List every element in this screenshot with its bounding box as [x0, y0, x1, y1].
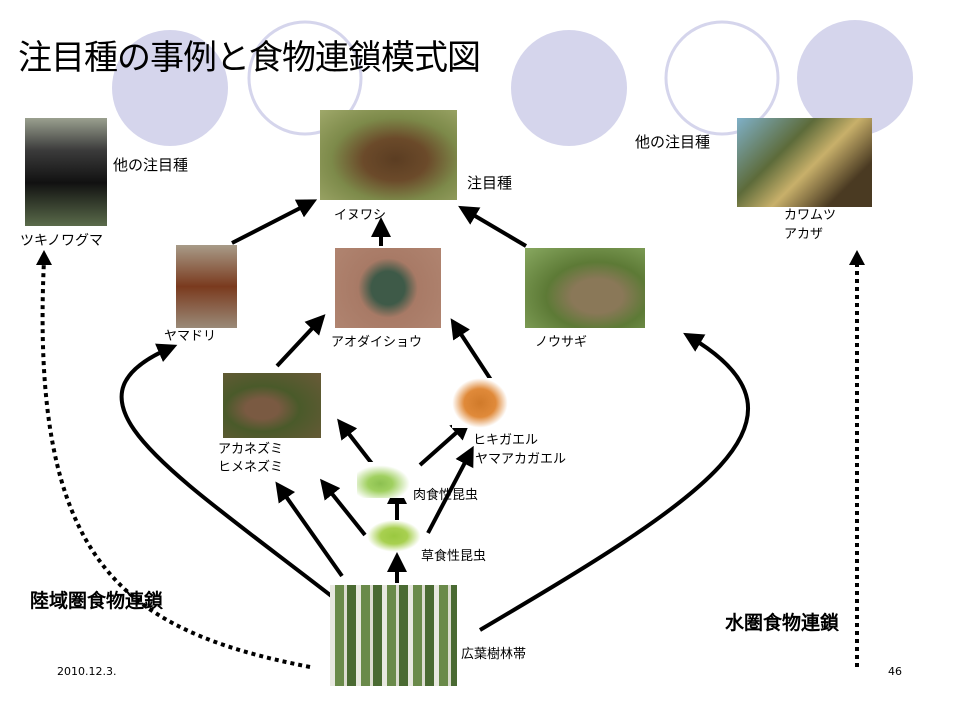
hare-photo — [525, 248, 645, 328]
label-snake: アオダイショウ — [331, 335, 423, 350]
label-terrestrial-chain: 陸域圏食物連鎖 — [30, 590, 164, 612]
arrow-forest-mouse — [275, 481, 344, 578]
label-fish-2: アカザ — [784, 227, 824, 242]
forest-photo — [330, 585, 457, 686]
label-mouse-1: アカネズミ — [218, 442, 284, 457]
circle-outline — [664, 20, 780, 136]
label-forest: 広葉樹林帯 — [461, 647, 527, 662]
arrow-forest-hare — [478, 332, 751, 632]
arrow-grasshopper-frog — [426, 445, 474, 534]
label-eagle: イヌワシ — [334, 208, 387, 223]
label-frog-2: ヤマアカガエル — [475, 452, 567, 467]
mouse-photo — [223, 373, 321, 438]
arrow-forest-pheasant — [119, 343, 345, 607]
label-focus-species: 注目種 — [467, 174, 513, 192]
frog-photo — [452, 378, 508, 428]
circle-filled — [511, 30, 627, 146]
grasshopper-photo — [367, 520, 421, 552]
arrow-pheasant-eagle — [231, 199, 318, 245]
eagle-photo — [320, 110, 457, 200]
label-fish-1: カワムツ — [784, 208, 837, 223]
circle-outline — [247, 20, 363, 136]
slide-title: 注目種の事例と食物連鎖模式図 — [18, 38, 481, 78]
label-aquatic-chain: 水圏食物連鎖 — [725, 612, 840, 634]
pheasant-photo — [176, 245, 237, 328]
slide-date: 2010.12.3. — [57, 665, 117, 678]
label-carnivorous-insect: 肉食性昆虫 — [413, 488, 479, 503]
label-bear: ツキノワグマ — [20, 233, 104, 249]
mantis-photo — [357, 462, 415, 498]
slide-page-number: 46 — [888, 665, 902, 678]
snake-photo — [335, 248, 441, 328]
label-hare: ノウサギ — [535, 335, 588, 350]
arrow-mouse-snake — [275, 314, 326, 368]
bear-photo — [25, 118, 107, 226]
arrow-mantis-frog — [418, 419, 471, 467]
arrow-mantis-mouse — [337, 418, 375, 467]
dotted-arrow-head-bear — [36, 250, 52, 265]
label-frog-1: ヒキガエル — [473, 433, 539, 448]
arrow-grasshopper-mouse — [320, 478, 367, 537]
label-other-focus-right: 他の注目種 — [635, 133, 711, 151]
label-other-focus-left: 他の注目種 — [113, 156, 189, 174]
arrow-hare-eagle — [458, 205, 528, 248]
label-herbivorous-insect: 草食性昆虫 — [421, 549, 487, 564]
fish-photo — [737, 118, 872, 207]
dotted-arrow-head-fish — [849, 250, 865, 265]
circle-filled — [112, 30, 228, 146]
label-mouse-2: ヒメネズミ — [218, 460, 284, 475]
dotted-arrow-forest-bear — [40, 259, 311, 669]
arrow-frog-snake — [450, 318, 497, 388]
circle-filled — [797, 20, 913, 136]
label-pheasant: ヤマドリ — [164, 329, 217, 344]
